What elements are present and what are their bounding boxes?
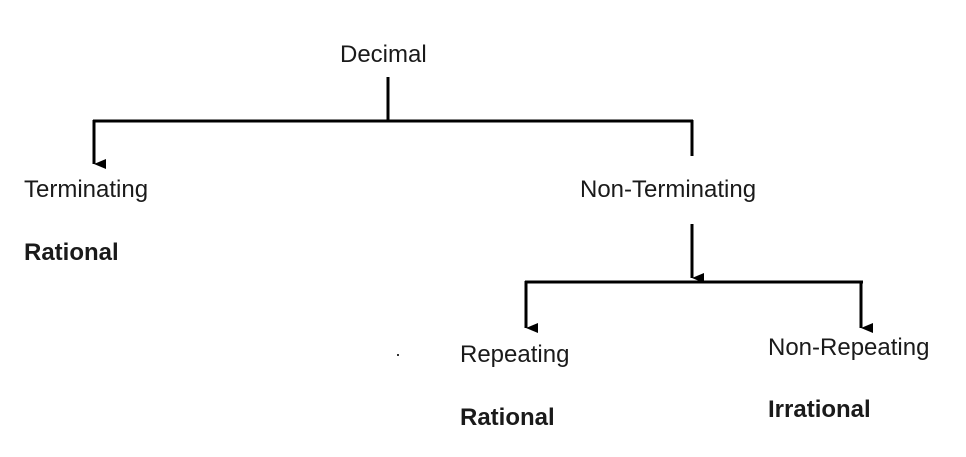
label-non-repeating-irrational: Irrational xyxy=(768,396,871,423)
node-non-repeating: Non-Repeating xyxy=(768,334,930,361)
label-repeating-rational: Rational xyxy=(460,404,555,431)
node-repeating: Repeating xyxy=(460,341,570,368)
label-terminating-rational: Rational xyxy=(24,239,119,266)
node-terminating: Terminating xyxy=(24,176,149,203)
node-non-terminating: Non-Terminating xyxy=(580,176,757,203)
node-decimal: Decimal xyxy=(340,41,427,68)
stray-dot xyxy=(397,354,399,356)
